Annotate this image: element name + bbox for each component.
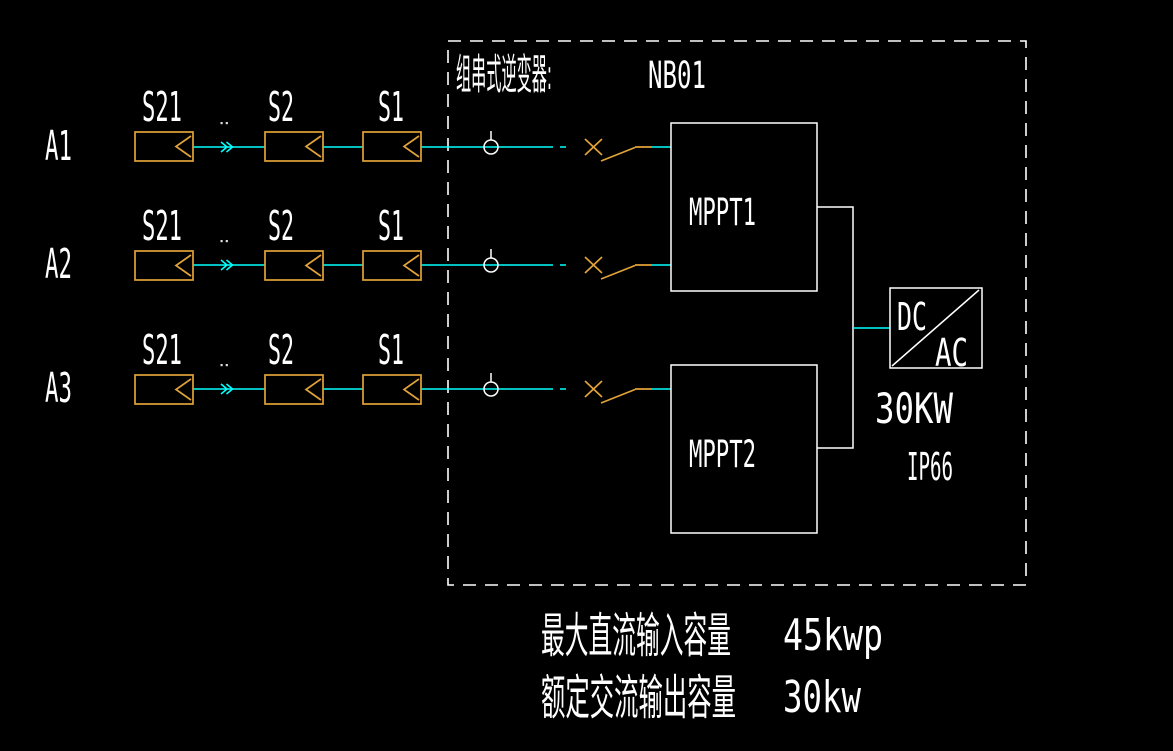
- connector-circle-icon: [483, 381, 499, 397]
- module-arrow-icon: [304, 254, 322, 277]
- module-arrow-icon: [402, 254, 420, 277]
- string-label: A1: [45, 122, 72, 170]
- module-label: S1: [378, 326, 404, 374]
- inverter-title: 组串式逆变器:: [456, 50, 552, 99]
- converter-dc-label: DC: [897, 295, 927, 339]
- dc-ac-converter: DC AC: [889, 287, 983, 375]
- pv-module-box: [362, 250, 422, 281]
- fuse-switch-icon: [584, 380, 652, 404]
- module-label: S2: [268, 83, 294, 131]
- module-arrow-icon: [174, 378, 192, 401]
- ellipsis-dots-icon: [225, 364, 228, 367]
- spec-row-ac-output: 额定交流输出容量 30kw: [541, 670, 861, 726]
- module-arrow-icon: [304, 135, 322, 158]
- pv-module-box: [134, 131, 194, 162]
- pv-module-box: [134, 374, 194, 405]
- pv-module-box: [264, 131, 324, 162]
- inverter-id: NB01: [648, 54, 706, 97]
- ellipsis-dots-icon: [225, 240, 228, 243]
- module-label: S21: [142, 202, 182, 250]
- mppt2-label: MPPT2: [689, 433, 756, 476]
- pv-module-box: [362, 374, 422, 405]
- pv-string-row-a1: A1 S21 S2 S1: [45, 83, 671, 170]
- spec-value: 30kw: [783, 672, 861, 723]
- ellipsis-dots-icon: [225, 122, 228, 125]
- connector-circle-icon: [483, 139, 499, 155]
- chevron-right-icon: [220, 259, 234, 271]
- inverter-boundary-box: [447, 40, 1027, 586]
- ellipsis-dots-icon: [220, 122, 223, 125]
- fuse-switch-icon: [584, 256, 652, 280]
- pv-string-row-a3: A3 S21 S2 S1: [45, 326, 671, 412]
- pv-module-box: [264, 374, 324, 405]
- pv-string-row-a2: A2 S21 S2 S1: [45, 202, 671, 288]
- fuse-switch-icon: [584, 138, 652, 162]
- module-arrow-icon: [174, 135, 192, 158]
- spec-value: 45kwp: [783, 610, 883, 661]
- string-label: A3: [45, 364, 72, 412]
- connector-circle-icon: [483, 257, 499, 273]
- chevron-right-icon: [220, 141, 234, 153]
- power-rating-label: 30KW: [875, 384, 954, 433]
- mppt2-box: [670, 364, 818, 534]
- module-arrow-icon: [402, 378, 420, 401]
- module-label: S2: [268, 202, 294, 250]
- mppt-output-bus: [817, 206, 854, 449]
- spec-label: 最大直流输入容量: [541, 608, 731, 664]
- module-label: S2: [268, 326, 294, 374]
- mppt1-label: MPPT1: [689, 191, 756, 234]
- spec-label: 额定交流输出容量: [541, 670, 736, 726]
- converter-ac-label: AC: [935, 331, 968, 375]
- module-arrow-icon: [402, 135, 420, 158]
- pv-module-box: [264, 250, 324, 281]
- pv-module-box: [362, 131, 422, 162]
- string-label: A2: [45, 240, 72, 288]
- ellipsis-dots-icon: [220, 240, 223, 243]
- converter-diagonal: [891, 289, 980, 367]
- module-arrow-icon: [174, 254, 192, 277]
- module-arrow-icon: [304, 378, 322, 401]
- module-label: S21: [142, 326, 182, 374]
- ellipsis-dots-icon: [220, 364, 223, 367]
- spec-row-dc-input: 最大直流输入容量 45kwp: [541, 608, 883, 664]
- chevron-right-icon: [220, 383, 234, 395]
- module-label: S1: [378, 202, 404, 250]
- pv-module-box: [134, 250, 194, 281]
- ip-rating-label: IP66: [907, 445, 953, 489]
- module-label: S21: [142, 83, 182, 131]
- converter-box: [889, 287, 983, 369]
- module-label: S1: [378, 83, 404, 131]
